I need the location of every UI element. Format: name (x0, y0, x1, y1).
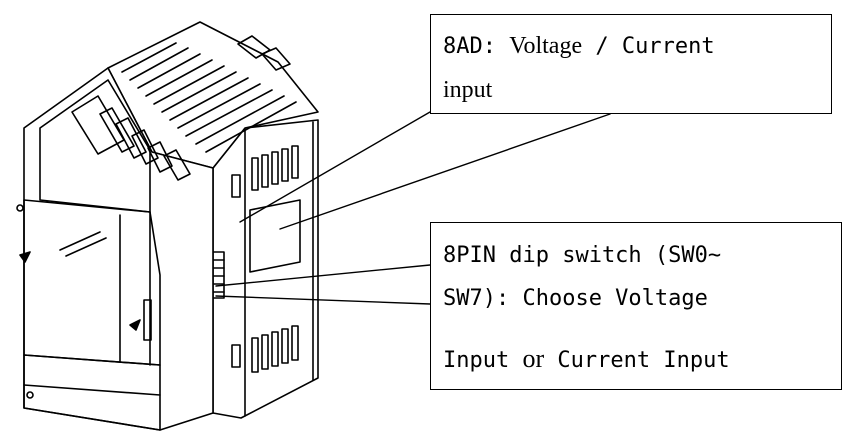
label-8ad: 8AD: (443, 34, 510, 59)
leader-bottom-2 (215, 295, 431, 305)
label-input: Input (443, 348, 523, 373)
label-voltage: Voltage (509, 33, 583, 59)
dip-switch-callout: 8PIN dip switch (SW0~ SW7): Choose Volta… (430, 222, 842, 390)
callout-top-line2: input (443, 77, 493, 103)
leader-top-2 (279, 113, 611, 230)
callout-bottom-line3: Input or Current Input (443, 344, 730, 374)
label-or: or (522, 344, 545, 373)
leader-top-1 (239, 111, 431, 223)
device-side-panel (202, 119, 319, 419)
callout-bottom-line1: 8PIN dip switch (SW0~ (443, 243, 722, 268)
label-current-input: Current Input (544, 348, 730, 373)
label-current: / Current (582, 34, 715, 59)
voltage-current-callout: 8AD: Voltage / Current input (430, 14, 832, 114)
leader-lines (215, 111, 611, 305)
leader-bottom-1 (215, 264, 431, 287)
device-top (107, 21, 319, 169)
callout-bottom-line2: SW7): Choose Voltage (443, 286, 708, 311)
callout-top-line1: 8AD: Voltage / Current (443, 33, 715, 60)
device-front (16, 67, 214, 431)
